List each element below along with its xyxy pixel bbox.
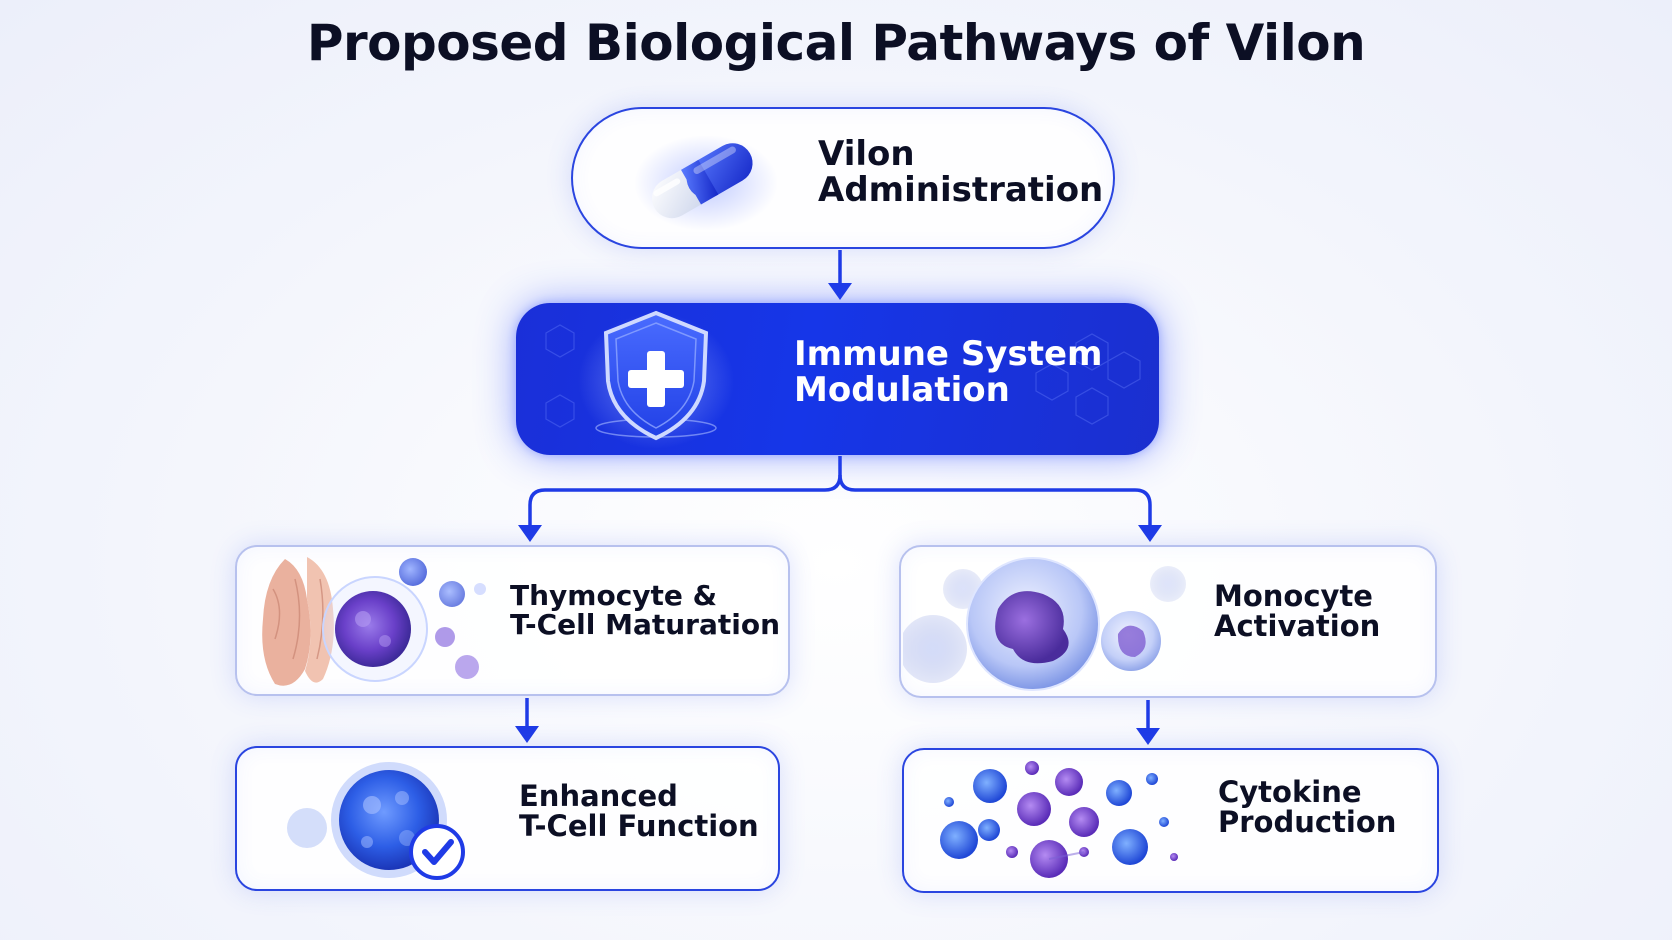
node-tcell-line1: Enhanced (519, 779, 678, 813)
edge-administration-immune (828, 250, 852, 300)
thymus-cell-icon (262, 557, 486, 686)
node-immune-system-modulation: Immune System Modulation (516, 303, 1159, 455)
tcell-check-icon (287, 762, 465, 880)
node-cytokine-line1: Cytokine (1218, 775, 1362, 809)
hex-pattern-decor (545, 324, 1141, 428)
node-administration-line1: Vilon (818, 134, 915, 174)
node-cytokine-production: Cytokine Production (902, 748, 1439, 893)
edge-monocyte-cytokine (1136, 700, 1160, 745)
node-administration-line2: Administration (818, 169, 1104, 210)
capsule-icon (634, 135, 778, 231)
node-monocyte-activation: Monocyte Activation (899, 545, 1437, 698)
node-immune-line2: Modulation (794, 369, 1010, 410)
cytokine-particles-icon (940, 761, 1178, 878)
node-thymocyte-maturation: Thymocyte & T-Cell Maturation (235, 545, 790, 696)
shield-plus-icon (578, 310, 734, 449)
node-cytokine-line2: Production (1218, 805, 1397, 840)
node-vilon-administration: Vilon Administration (571, 107, 1115, 249)
monocyte-cell-icon (903, 557, 1186, 691)
node-enhanced-tcell-function: Enhanced T-Cell Function (235, 746, 780, 891)
node-immune-line1: Immune System (794, 334, 1103, 374)
node-tcell-line2: T-Cell Function (519, 809, 759, 844)
node-thymocyte-line1: Thymocyte & (510, 579, 718, 612)
node-monocyte-line2: Activation (1214, 609, 1381, 644)
page-title: Proposed Biological Pathways of Vilon (306, 14, 1366, 72)
edge-immune-branch (518, 456, 1162, 542)
node-thymocyte-line2: T-Cell Maturation (510, 608, 781, 642)
node-monocyte-line1: Monocyte (1214, 579, 1373, 613)
edge-thymocyte-tcell (515, 698, 539, 743)
